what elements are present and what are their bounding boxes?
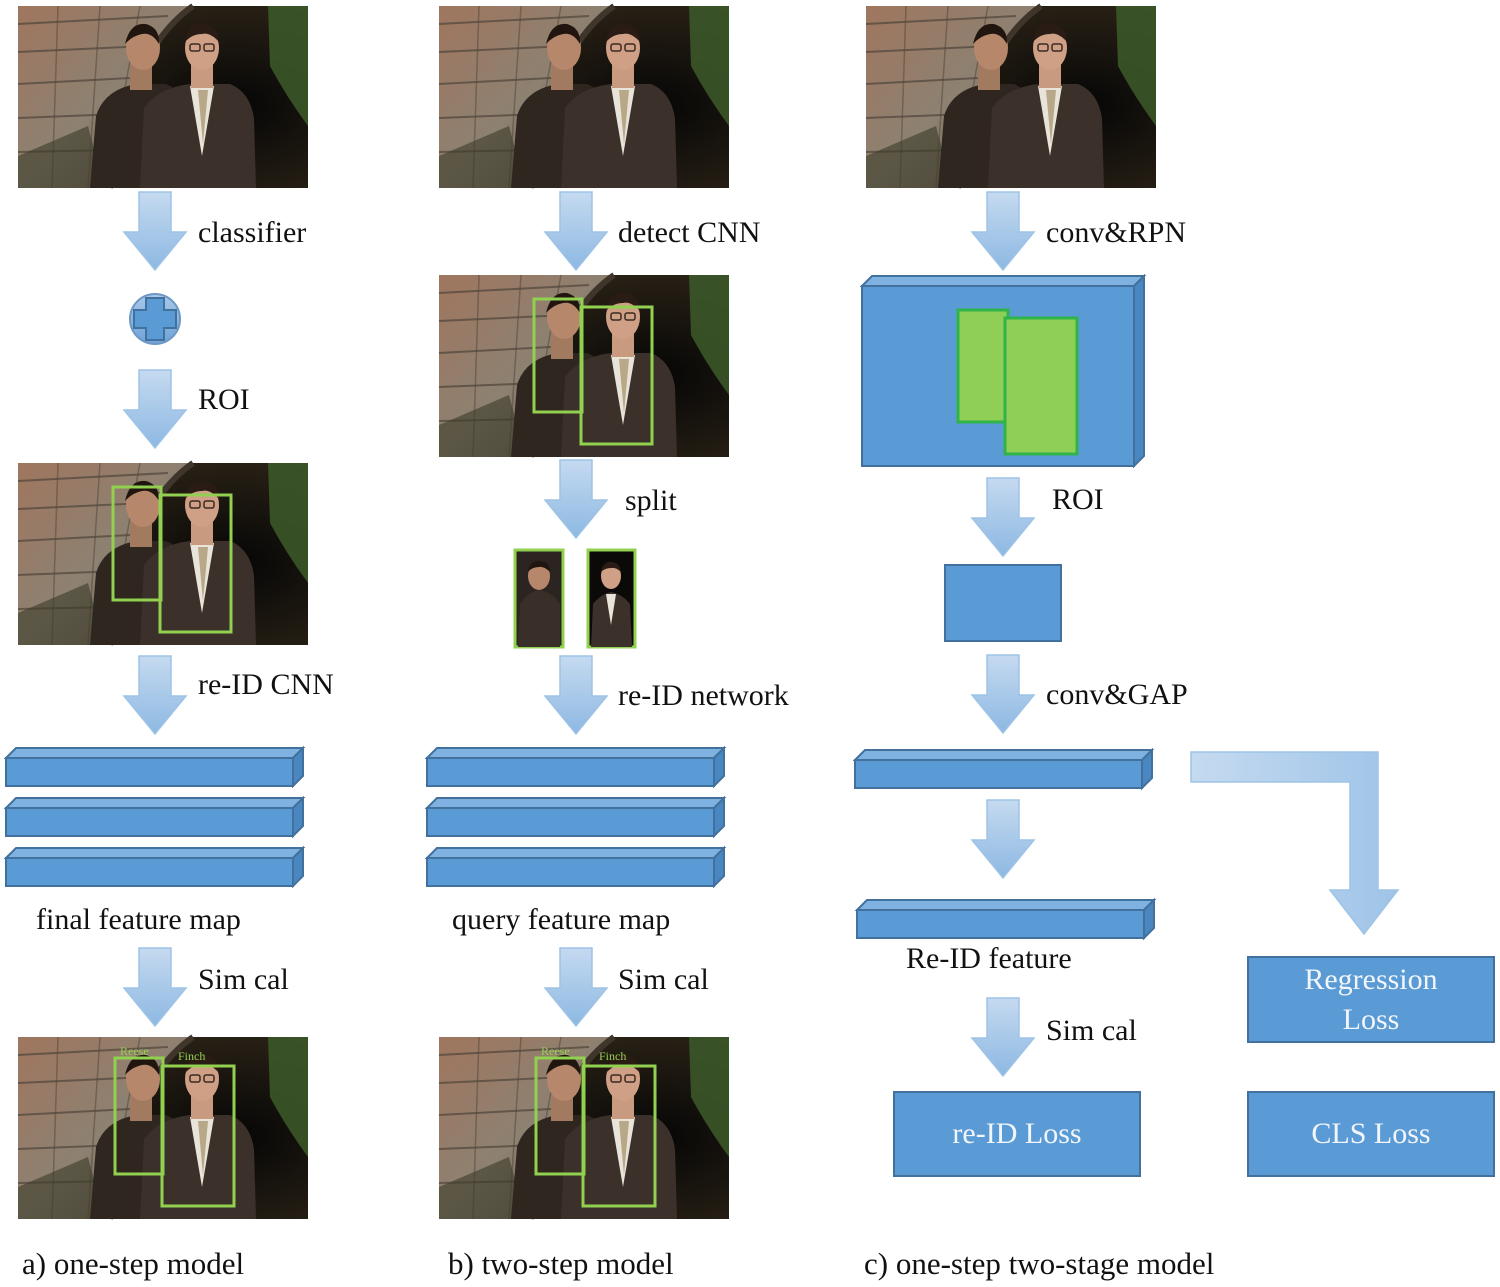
col-b-label-sim-cal: Sim cal — [618, 963, 709, 996]
col-c-label-sim-cal: Sim cal — [1046, 1014, 1137, 1047]
col-a-result-photo: Reese Finch — [18, 1037, 308, 1219]
col-c-input-photo — [866, 6, 1156, 188]
col-a-arrow-4 — [123, 947, 187, 1027]
col-a-roi-photo — [18, 463, 308, 645]
col-c-arrow-4 — [971, 799, 1035, 879]
col-b-feature-label: query feature map — [452, 903, 671, 936]
proposal-region-2 — [1003, 316, 1079, 456]
col-b-arrow-2 — [544, 459, 608, 539]
col-a-input-photo — [18, 6, 308, 188]
col-c-caption: c) one-step two-stage model — [864, 1246, 1215, 1281]
col-b-input-photo — [439, 6, 729, 188]
col-c-arrow-2 — [971, 477, 1035, 557]
col-b-tag-reese: Reese — [541, 1044, 570, 1058]
col-b-arrow-3 — [544, 655, 608, 735]
col-c-arrow-5 — [971, 997, 1035, 1077]
col-a-feature-label: final feature map — [36, 903, 241, 936]
regression-loss-label-1: Regression — [1304, 962, 1438, 996]
col-b-feature-bars — [426, 747, 725, 887]
col-a-label-reid-cnn: re-ID CNN — [198, 668, 334, 701]
col-c-label-conv-gap: conv&GAP — [1046, 678, 1188, 711]
col-a-tag-finch: Finch — [178, 1049, 205, 1063]
feature-map-block — [859, 273, 1147, 469]
col-c-arrow-1 — [971, 191, 1035, 271]
roi-feature-block — [944, 564, 1062, 642]
col-b-arrow-1 — [544, 191, 608, 271]
col-b-label-detect-cnn: detect CNN — [618, 216, 761, 249]
col-c-feature-bar-2 — [856, 899, 1155, 939]
plus-circle-icon — [129, 293, 181, 345]
col-c-label-conv-rpn: conv&RPN — [1046, 216, 1187, 249]
branch-arrow — [1190, 751, 1400, 936]
col-c-feature-bar-1 — [854, 749, 1153, 789]
col-a-arrow-2 — [123, 369, 187, 449]
col-c-feature-label: Re-ID feature — [906, 942, 1072, 975]
regression-loss-label-2: Loss — [1342, 1002, 1400, 1036]
col-a-tag-reese: Reese — [120, 1044, 149, 1058]
col-c-label-roi: ROI — [1052, 483, 1104, 516]
col-a-arrow-3 — [123, 655, 187, 735]
cls-loss-label: CLS Loss — [1311, 1117, 1431, 1150]
reid-loss-box: re-ID Loss — [893, 1091, 1141, 1177]
col-b-tag-finch: Finch — [599, 1049, 626, 1063]
col-b-detect-photo — [439, 275, 729, 457]
col-c-arrow-3 — [971, 654, 1035, 734]
col-b-arrow-4 — [544, 947, 608, 1027]
col-b-result-photo: Reese Finch — [439, 1037, 729, 1219]
col-a-feature-bars — [5, 747, 304, 887]
reid-loss-label: re-ID Loss — [952, 1117, 1082, 1150]
col-a-caption: a) one-step model — [22, 1246, 245, 1281]
col-a-arrow-1 — [123, 191, 187, 271]
col-b-crop-reese — [513, 548, 565, 649]
col-b-label-split: split — [625, 484, 677, 517]
regression-loss-box: Regression Loss — [1247, 956, 1495, 1043]
col-b-caption: b) two-step model — [448, 1246, 674, 1281]
cls-loss-box: CLS Loss — [1247, 1091, 1495, 1177]
col-b-crop-finch — [586, 548, 637, 649]
col-a-label-roi: ROI — [198, 383, 250, 416]
proposal-region-1 — [956, 308, 1010, 424]
col-a-label-classifier: classifier — [198, 216, 307, 249]
col-b-label-reid-network: re-ID network — [618, 679, 789, 712]
col-a-label-sim-cal: Sim cal — [198, 963, 289, 996]
